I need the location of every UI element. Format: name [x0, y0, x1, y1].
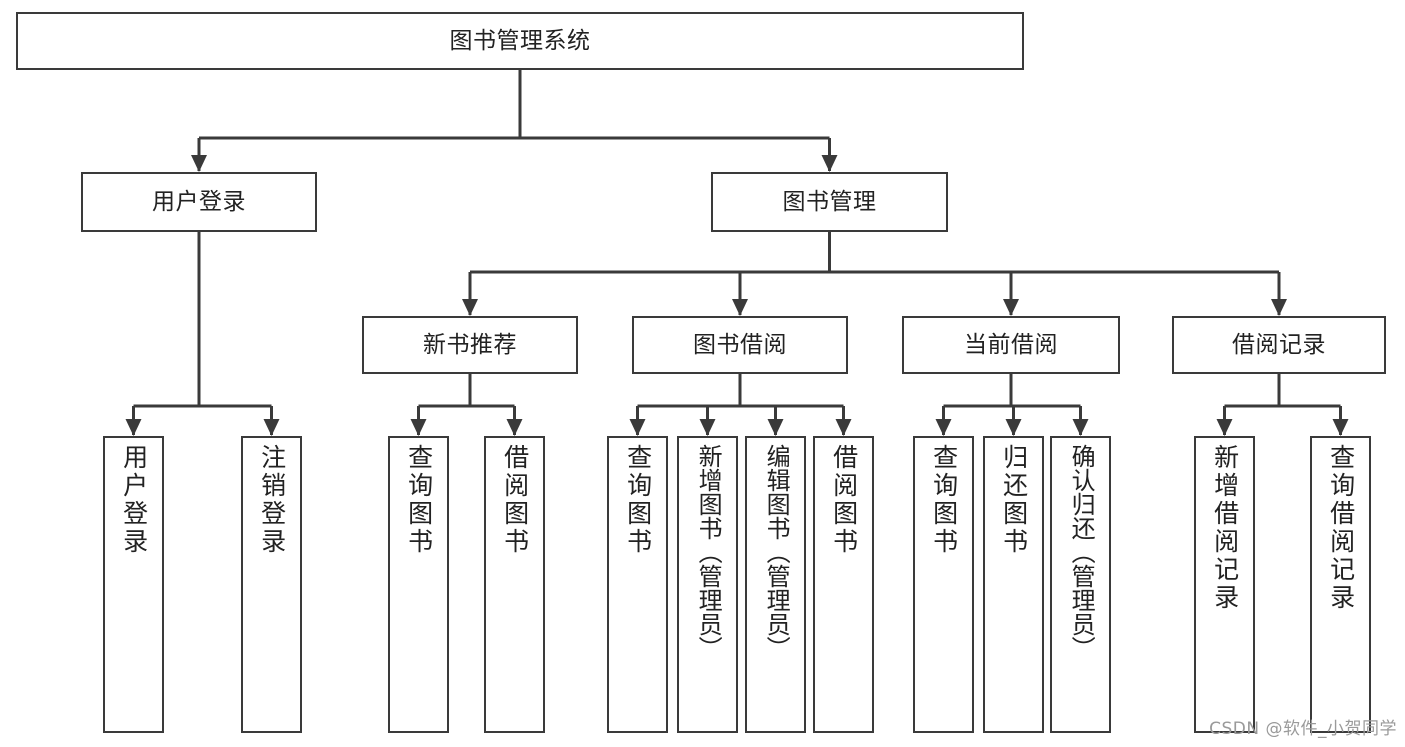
node-label-leaf-user-login: 用户登录: [119, 444, 149, 556]
arrowhead-new-book-rec: [462, 299, 478, 316]
arrowhead-leaf-logout: [263, 419, 280, 436]
arrowhead-borrow-record: [1271, 299, 1287, 316]
node-label-user-login: 用户登录: [152, 188, 246, 215]
node-label-root: 图书管理系统: [449, 27, 591, 54]
node-label-leaf-add-record: 新增借阅记录: [1210, 444, 1240, 612]
node-leaf-add-book[interactable]: 新增图书（管理员）: [677, 436, 738, 733]
node-leaf-return-book[interactable]: 归还图书: [983, 436, 1044, 733]
arrowhead-book-manage: [821, 155, 838, 172]
node-label-leaf-query-book-cur: 查询图书: [929, 444, 959, 556]
node-label-leaf-query-record: 查询借阅记录: [1326, 444, 1356, 612]
arrowhead-leaf-add-book: [699, 419, 716, 436]
node-label-leaf-query-book-rec: 查询图书: [404, 444, 434, 556]
node-root[interactable]: 图书管理系统: [16, 12, 1024, 70]
node-label-borrow-record: 借阅记录: [1232, 331, 1326, 358]
node-label-leaf-add-book: 新增图书（管理员）: [694, 444, 723, 660]
node-leaf-add-record[interactable]: 新增借阅记录: [1194, 436, 1255, 733]
node-book-borrow[interactable]: 图书借阅: [632, 316, 848, 374]
node-borrow-record[interactable]: 借阅记录: [1172, 316, 1386, 374]
arrowhead-leaf-query-book-rec: [410, 419, 427, 436]
arrowhead-book-borrow: [732, 299, 748, 316]
arrowhead-leaf-query-book: [629, 419, 646, 436]
node-leaf-query-book-cur[interactable]: 查询图书: [913, 436, 974, 733]
node-book-manage[interactable]: 图书管理: [711, 172, 948, 232]
arrowhead-leaf-confirm-return: [1072, 419, 1089, 436]
arrowhead-leaf-return-book: [1005, 419, 1022, 436]
arrowhead-leaf-borrow-book-rec: [506, 419, 523, 436]
node-user-login[interactable]: 用户登录: [81, 172, 317, 232]
node-label-leaf-return-book: 归还图书: [999, 444, 1029, 556]
node-leaf-query-record[interactable]: 查询借阅记录: [1310, 436, 1371, 733]
node-label-leaf-logout: 注销登录: [257, 444, 287, 556]
node-label-leaf-borrow-book: 借阅图书: [829, 444, 859, 556]
arrowhead-leaf-add-record: [1216, 419, 1233, 436]
arrowhead-leaf-edit-book: [767, 419, 784, 436]
arrowhead-user-login: [191, 155, 207, 172]
node-new-book-rec[interactable]: 新书推荐: [362, 316, 578, 374]
node-label-new-book-rec: 新书推荐: [423, 331, 517, 358]
arrowhead-current-borrow: [1003, 299, 1019, 316]
node-label-book-manage: 图书管理: [782, 188, 877, 215]
node-label-leaf-borrow-book-rec: 借阅图书: [500, 444, 530, 556]
node-label-book-borrow: 图书借阅: [693, 331, 787, 358]
node-leaf-query-book-rec[interactable]: 查询图书: [388, 436, 449, 733]
node-label-current-borrow: 当前借阅: [964, 331, 1058, 358]
node-current-borrow[interactable]: 当前借阅: [902, 316, 1120, 374]
node-leaf-borrow-book[interactable]: 借阅图书: [813, 436, 874, 733]
node-leaf-edit-book[interactable]: 编辑图书（管理员）: [745, 436, 806, 733]
arrowhead-leaf-borrow-book: [835, 419, 852, 436]
arrowhead-leaf-query-record: [1332, 419, 1349, 436]
node-leaf-borrow-book-rec[interactable]: 借阅图书: [484, 436, 545, 733]
node-leaf-query-book[interactable]: 查询图书: [607, 436, 668, 733]
node-label-leaf-query-book: 查询图书: [623, 444, 653, 556]
node-leaf-confirm-return[interactable]: 确认归还（管理员）: [1050, 436, 1111, 733]
node-leaf-logout[interactable]: 注销登录: [241, 436, 302, 733]
node-label-leaf-edit-book: 编辑图书（管理员）: [762, 444, 791, 660]
arrowhead-leaf-user-login: [125, 419, 142, 436]
arrowhead-leaf-query-book-cur: [935, 419, 952, 436]
node-label-leaf-confirm-return: 确认归还（管理员）: [1067, 444, 1096, 660]
node-leaf-user-login[interactable]: 用户登录: [103, 436, 164, 733]
